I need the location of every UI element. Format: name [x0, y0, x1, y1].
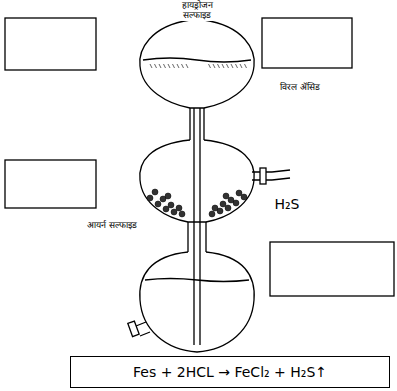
- equation-text: Fes + 2HCL → FeCl₂ + H₂S↑: [133, 364, 327, 380]
- iron-sulfide-lump: [179, 211, 185, 217]
- iron-sulfide-lump: [155, 201, 161, 207]
- acid-hatch: [164, 64, 166, 68]
- acid-hatch: [173, 64, 175, 68]
- acid-surface: [143, 58, 251, 62]
- outlet-tube: [272, 170, 290, 180]
- blank-box: [270, 242, 394, 296]
- acid-hatch: [245, 64, 247, 68]
- acid-hatch: [150, 64, 152, 68]
- acid-hatch: [177, 64, 179, 68]
- iron-sulfide-lump: [168, 202, 174, 208]
- acid-hatch: [231, 64, 233, 68]
- iron-sulfide-lump: [223, 193, 229, 199]
- equation-box: Fes + 2HCL → FeCl₂ + H₂S↑: [70, 356, 390, 388]
- joint: [190, 108, 204, 140]
- acid-hatch: [240, 64, 242, 68]
- constriction: [188, 222, 206, 252]
- iron-sulfide-lump: [220, 201, 226, 207]
- iron-sulfide-lump: [225, 205, 231, 211]
- iron-sulfide-lump: [176, 205, 182, 211]
- part-label: हायड्रोजन सल्फाइड: [167, 0, 227, 21]
- iron-sulfide-lump: [152, 189, 158, 195]
- acid-hatch: [155, 64, 157, 68]
- bottom-bulb: [140, 252, 254, 352]
- acid-hatch: [227, 64, 229, 68]
- acid-hatch: [159, 64, 161, 68]
- acid-hatch: [236, 64, 238, 68]
- iron-sulfide-lump: [147, 195, 153, 201]
- iron-sulfide-lump: [236, 190, 242, 196]
- iron-sulfide-lump: [228, 197, 234, 203]
- acid-hatch: [213, 64, 215, 68]
- acid-hatch: [209, 64, 211, 68]
- acid-hatch: [222, 64, 224, 68]
- acid-hatch: [168, 64, 170, 68]
- iron-sulfide-lump: [209, 211, 215, 217]
- blank-box: [5, 160, 96, 208]
- middle-bulb: [140, 140, 254, 222]
- acid-surface: [145, 279, 249, 282]
- part-label: H₂S: [266, 196, 308, 212]
- iron-sulfide-lump: [212, 205, 218, 211]
- iron-sulfide-lump: [241, 194, 247, 200]
- funnel-tube: [194, 108, 200, 345]
- stopcock: [260, 168, 266, 184]
- drain-stopper: [128, 321, 139, 337]
- iron-sulfide-lump: [171, 209, 177, 215]
- acid-hatch: [186, 64, 188, 68]
- iron-sulfide-lump: [165, 193, 171, 199]
- part-label: विरल ॲसिड: [264, 82, 336, 92]
- blank-box: [262, 18, 352, 68]
- iron-sulfide-lump: [163, 206, 169, 212]
- acid-hatch: [182, 64, 184, 68]
- acid-hatch: [218, 64, 220, 68]
- blank-box: [5, 18, 96, 70]
- part-label: आयर्न सल्फाइड: [86, 220, 138, 230]
- top-bulb: [140, 20, 254, 108]
